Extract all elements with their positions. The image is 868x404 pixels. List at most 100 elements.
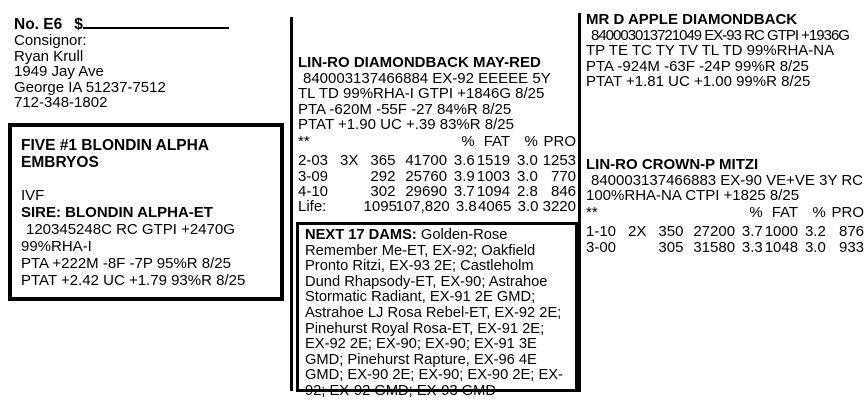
record-cell: 3.0 <box>516 167 538 185</box>
record-cell: 3.0 <box>804 238 826 256</box>
record-cell <box>683 205 735 220</box>
dam-ptat: PTAT +1.90 UC +.39 83%R 8/25 <box>298 116 514 133</box>
record-cell: 1-10 <box>586 223 617 241</box>
sire-pta: PTA +222M -8F -7P 95%R 8/25 <box>21 255 231 272</box>
record-cell: 3220 <box>542 198 576 216</box>
record-cell: 770 <box>550 167 577 185</box>
consignor-city: George IA 51237-7512 <box>14 78 166 96</box>
record-cell: 3.2 <box>804 223 826 241</box>
record-cell: 2.8 <box>516 182 538 200</box>
service-sire-pta: PTA -924M -63F -24P 99%R 8/25 <box>586 57 809 75</box>
record-cell <box>340 184 365 199</box>
record-cell <box>628 240 653 255</box>
dam-name: LIN-RO DIAMONDBACK MAY-RED <box>298 54 541 71</box>
grand-dam-pedigree: LIN-RO CROWN-P MITZI 840003137466883 EX-… <box>586 157 864 255</box>
record-cell: 365 <box>370 152 396 170</box>
record-cell <box>340 169 365 184</box>
record-cell: 29690 <box>405 182 448 200</box>
record-cell: 3-00 <box>586 238 617 256</box>
record-cell: 3.0 <box>516 152 538 170</box>
record-cell: FAT <box>483 132 511 150</box>
record-cell: 3-09 <box>298 167 329 185</box>
record-cell: 1000 <box>764 223 799 241</box>
lot-title-box: FIVE #1 BLONDIN ALPHA EMBRYOS IVF SIRE: … <box>8 123 284 301</box>
record-cell: 4-10 <box>298 182 329 200</box>
record-cell: 3X <box>340 152 359 170</box>
record-cell: 3.3 <box>741 238 763 256</box>
record-cell: PRO <box>543 132 577 150</box>
record-cell: 107,820 <box>395 198 450 216</box>
sire-rha: 99%RHA-I <box>21 238 92 255</box>
record-cell: 3.6 <box>453 152 475 170</box>
dam-id: 840003137466884 EX-92 EEEEE 5Y <box>303 69 551 87</box>
service-sire-pedigree: MR D APPLE DIAMONDBACK 840003013721049 E… <box>586 12 864 90</box>
record-cell: 350 <box>658 223 684 241</box>
record-cell: ** <box>586 203 598 221</box>
record-cell: 846 <box>550 182 577 200</box>
consignor-label: Consignor: <box>14 32 87 49</box>
record-cell: % <box>749 203 763 221</box>
service-sire-name: MR D APPLE DIAMONDBACK <box>586 11 798 28</box>
record-cell: 1003 <box>476 167 511 185</box>
record-cell: 305 <box>658 238 684 256</box>
record-cell: 1253 <box>542 152 577 170</box>
next-dams-text: NEXT 17 DAMS: Golden-Rose Remember Me-ET… <box>305 227 569 400</box>
record-cell: 27200 <box>693 223 736 241</box>
record-cell: Life: <box>298 198 327 216</box>
grand-dam-rha: 100%RHA-NA CTPI +1825 8/25 <box>586 187 800 204</box>
dam-pedigree: LIN-RO DIAMONDBACK MAY-RED 8400031374668… <box>298 55 576 214</box>
next-dams-list: Golden-Rose Remember Me-ET, EX-92; Oakfi… <box>305 227 563 399</box>
service-sire-id: 840003013721049 EX-93 RC GTPI +1936G <box>591 26 850 44</box>
record-cell: 1519 <box>476 152 511 170</box>
record-cell: 3.8 <box>455 198 477 216</box>
record-cell: PRO <box>831 203 865 221</box>
record-cell: 3.7 <box>453 182 475 200</box>
record-cell: % <box>812 203 826 221</box>
record-cell: 3.0 <box>517 198 539 216</box>
record-cell <box>340 134 365 149</box>
record-cell: 302 <box>370 182 396 200</box>
record-cell <box>653 205 684 220</box>
grand-dam-id: 840003137466883 EX-90 VE+VE 3Y RC <box>591 171 864 189</box>
sire-name: SIRE: BLONDIN ALPHA-ET <box>21 204 213 221</box>
record-header-row: **%FAT%PRO <box>298 132 577 150</box>
sire-id: 120345248C RC GTPI +2470G <box>26 221 235 238</box>
consignor-block: Consignor: Ryan Krull 1949 Jay Ave Georg… <box>14 33 166 111</box>
record-cell: 1048 <box>764 238 799 256</box>
record-cell: 41700 <box>405 152 448 170</box>
grand-dam-name: LIN-RO CROWN-P MITZI <box>586 156 759 173</box>
dam-traits: TL TD 99%RHA-I GTPI +1846G 8/25 <box>298 85 545 102</box>
record-cell: 31580 <box>693 238 736 256</box>
column-divider-right <box>578 13 581 392</box>
record-cell: 292 <box>370 167 396 185</box>
record-cell: 876 <box>838 223 865 241</box>
lot-number-line: No. E6$ <box>14 14 229 34</box>
dollar-sign: $ <box>74 16 83 33</box>
record-cell <box>365 134 396 149</box>
record-cell: 3.7 <box>741 223 763 241</box>
record-cell: ** <box>298 132 310 150</box>
record-cell: FAT <box>771 203 799 221</box>
record-cell: 1094 <box>476 182 511 200</box>
record-cell: 1095 <box>363 198 397 216</box>
sire-ptat: PTAT +2.42 UC +1.79 93%R 8/25 <box>21 272 246 289</box>
record-cell: 933 <box>838 238 865 256</box>
dam-pta: PTA -620M -55F -27 84%R 8/25 <box>298 100 512 118</box>
embryo-method: IVF <box>21 187 45 204</box>
record-cell: 25760 <box>405 167 448 185</box>
service-sire-ptat: PTAT +1.81 UC +1.00 99%R 8/25 <box>586 73 811 90</box>
lot-title-line1: FIVE #1 BLONDIN ALPHA <box>21 137 210 154</box>
next-dams-label: NEXT 17 DAMS: <box>305 227 417 243</box>
consignor-phone: 712-348-1802 <box>14 94 108 111</box>
column-divider-left <box>290 17 293 391</box>
record-cell: 2-03 <box>298 152 329 170</box>
record-cell: % <box>461 132 475 150</box>
